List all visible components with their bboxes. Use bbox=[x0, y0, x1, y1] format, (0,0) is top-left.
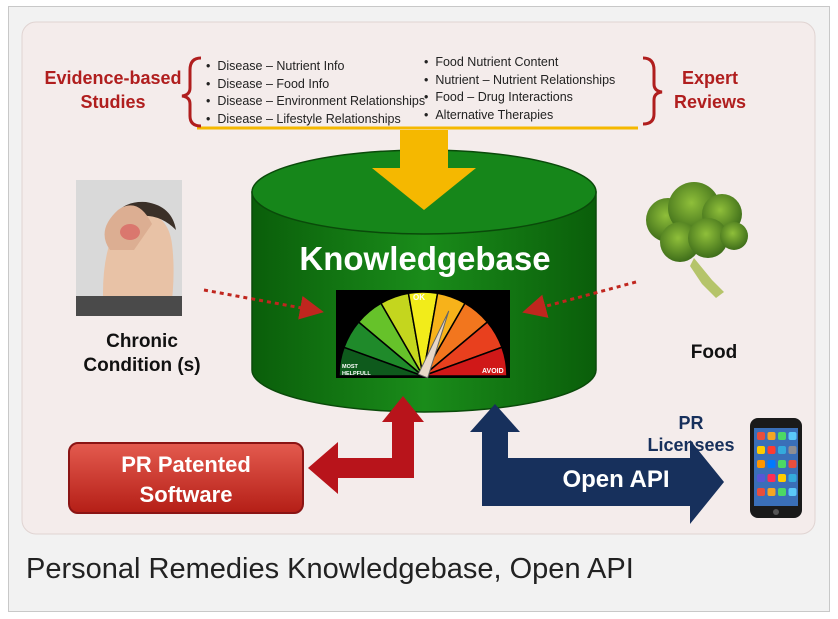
phone-app-icon bbox=[757, 446, 765, 454]
list-item: Alternative Therapies bbox=[424, 107, 615, 125]
gauge-needle bbox=[417, 310, 450, 379]
broccoli-image bbox=[646, 182, 748, 298]
food-to-kb-arrow bbox=[522, 280, 637, 318]
figure-caption: Personal Remedies Knowledgebase, Open AP… bbox=[26, 553, 634, 585]
sources-list-right: Food Nutrient Content Nutrient – Nutrien… bbox=[424, 54, 615, 124]
pr-software-line1: PR Patented bbox=[121, 452, 251, 477]
pr-patented-software-box: PR Patented Software bbox=[68, 442, 304, 514]
phone-app-icon bbox=[767, 474, 776, 482]
phone-app-icon bbox=[767, 446, 776, 454]
right-brace bbox=[642, 56, 663, 126]
list-item: Food Nutrient Content bbox=[424, 54, 615, 72]
gauge-most-label: MOST bbox=[342, 364, 359, 370]
licensees-line1: PR bbox=[678, 413, 704, 433]
gauge-segment bbox=[422, 346, 508, 377]
phone-app-icon bbox=[757, 460, 765, 468]
phone-app-icon bbox=[788, 488, 797, 496]
sources-list-left: Disease – Nutrient Info Disease – Food I… bbox=[206, 58, 425, 128]
chronic-to-kb-arrow bbox=[203, 288, 324, 320]
phone-image bbox=[750, 418, 802, 518]
open-api-label: Open API bbox=[562, 466, 670, 493]
chronic-condition-label: Chronic Condition (s) bbox=[62, 330, 222, 378]
expert-reviews-line2: Reviews bbox=[673, 92, 747, 112]
phone-app-icon bbox=[778, 474, 786, 482]
left-brace bbox=[181, 56, 202, 128]
phone-app-icon bbox=[767, 432, 776, 440]
list-item: Nutrient – Nutrient Relationships bbox=[424, 72, 615, 90]
knowledgebase-title: Knowledgebase bbox=[299, 240, 551, 277]
phone-app-icon bbox=[788, 474, 797, 482]
pr-licensees-label: PR Licensees bbox=[636, 412, 746, 456]
kb-to-software-arrow-head bbox=[382, 396, 424, 422]
food-label: Food bbox=[690, 342, 738, 363]
open-api-arrow-head bbox=[470, 404, 520, 432]
sources-down-arrow bbox=[372, 130, 476, 210]
chronic-line1: Chronic bbox=[106, 331, 178, 352]
list-item: Disease – Environment Relationships bbox=[206, 93, 425, 111]
gauge-ok-label: OK bbox=[413, 293, 425, 302]
phone-app-icon bbox=[757, 488, 765, 496]
chronic-line2: Condition (s) bbox=[83, 355, 201, 376]
kb-to-software-arrow-body bbox=[308, 422, 414, 494]
phone-app-icon bbox=[788, 446, 797, 454]
phone-app-icon bbox=[788, 432, 797, 440]
list-item: Disease – Food Info bbox=[206, 76, 425, 94]
phone-app-icon bbox=[778, 432, 786, 440]
evidence-studies-line1: Evidence-based bbox=[44, 68, 182, 88]
phone-app-icon bbox=[778, 446, 786, 454]
expert-reviews-line1: Expert bbox=[681, 68, 739, 88]
headache-person-image bbox=[76, 180, 182, 316]
phone-app-icon bbox=[757, 432, 765, 440]
phone-app-icon bbox=[788, 460, 797, 468]
phone-app-icon bbox=[767, 488, 776, 496]
gauge-helpful-label: HELPFULL bbox=[342, 371, 371, 377]
open-api-arrow bbox=[482, 430, 724, 524]
licensees-line2: Licensees bbox=[647, 435, 735, 455]
pr-software-line2: Software bbox=[139, 482, 233, 507]
evidence-studies-line2: Studies bbox=[80, 92, 146, 112]
gauge-avoid-label: AVOID bbox=[482, 368, 504, 375]
phone-app-icon bbox=[778, 488, 786, 496]
evidence-studies-label: Evidence-based Studies bbox=[33, 66, 193, 114]
phone-app-icon bbox=[767, 460, 776, 468]
phone-app-icon bbox=[778, 460, 786, 468]
list-item: Disease – Nutrient Info bbox=[206, 58, 425, 76]
phone-app-icon bbox=[757, 474, 765, 482]
expert-reviews-label: Expert Reviews bbox=[660, 66, 760, 114]
list-item: Food – Drug Interactions bbox=[424, 89, 615, 107]
list-item: Disease – Lifestyle Relationships bbox=[206, 111, 425, 129]
